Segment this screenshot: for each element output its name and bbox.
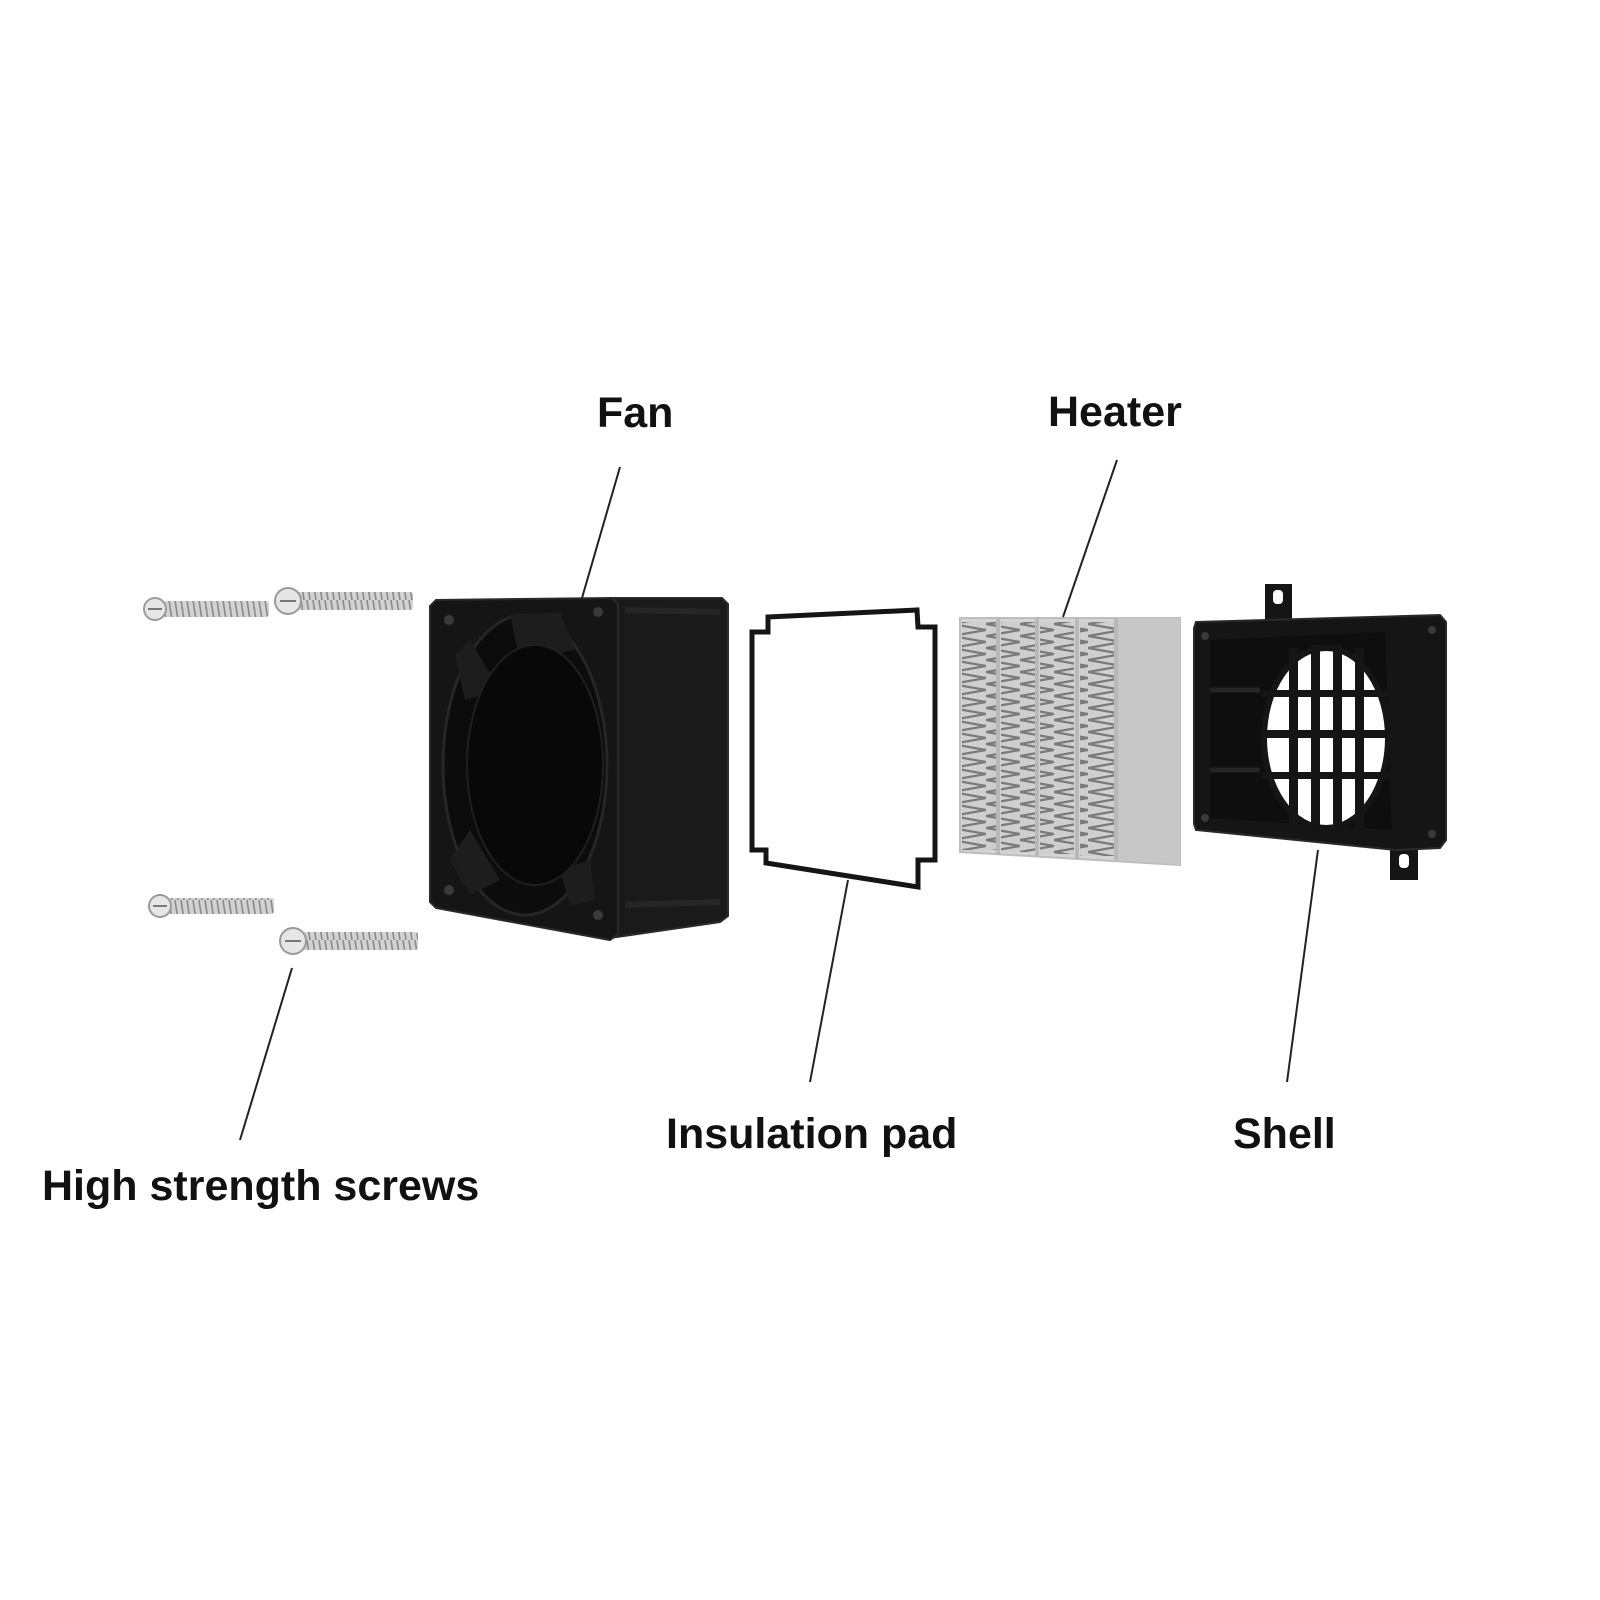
- shell-leader-line: [1286, 849, 1319, 1083]
- screw-top-left: [143, 597, 269, 621]
- insulation-pad-part: [749, 607, 938, 890]
- fan-part: [429, 596, 729, 942]
- heater-label: Heater: [1048, 388, 1182, 436]
- heater-part: [959, 617, 1181, 867]
- screw-bottom-right: [279, 927, 418, 955]
- fan-label: Fan: [597, 389, 673, 437]
- screws-group: [143, 587, 418, 955]
- insulation-pad-label: Insulation pad: [666, 1110, 957, 1158]
- shell-part: [1193, 584, 1447, 880]
- shell-label: Shell: [1233, 1110, 1336, 1158]
- leader-lines: [239, 459, 1319, 1141]
- screws-label: High strength screws: [42, 1162, 479, 1210]
- screw-top-right: [274, 587, 413, 615]
- fan-leader-line: [581, 466, 621, 599]
- screws-leader-line: [239, 967, 293, 1141]
- screw-bottom-left: [148, 894, 274, 918]
- insulation-pad-leader-line: [809, 879, 849, 1083]
- heater-leader-line: [1062, 459, 1118, 618]
